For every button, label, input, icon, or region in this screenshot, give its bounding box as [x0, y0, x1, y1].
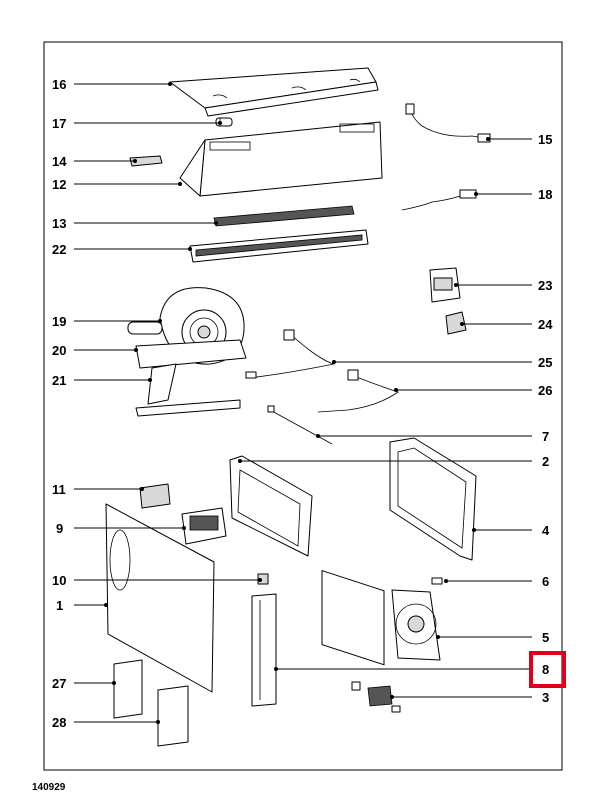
callout-23[interactable]: 23 [538, 278, 552, 293]
callout-9[interactable]: 9 [56, 521, 63, 536]
part-25-wiring [245, 329, 335, 379]
callout-21[interactable]: 21 [52, 373, 66, 388]
part-9-terminal-block [181, 507, 227, 545]
leader-lines [74, 82, 532, 724]
callout-20[interactable]: 20 [52, 343, 66, 358]
part-5-axial-fan [391, 589, 441, 661]
part-22-air-outlet [189, 229, 369, 263]
callout-25[interactable]: 25 [538, 355, 552, 370]
part-2-control-box [229, 455, 385, 666]
callout-19[interactable]: 19 [52, 314, 66, 329]
part-27-bracket [113, 659, 143, 719]
part-11-capacitor [139, 483, 171, 509]
part-7-probe [267, 405, 333, 445]
part-18-wire-harness [401, 189, 481, 211]
callout-13[interactable]: 13 [52, 216, 66, 231]
callout-11[interactable]: 11 [52, 482, 66, 497]
callout-1[interactable]: 1 [56, 598, 63, 613]
callout-14[interactable]: 14 [52, 154, 67, 169]
part-23-relay [429, 267, 461, 303]
callout-12[interactable]: 12 [52, 177, 66, 192]
callout-5[interactable]: 5 [542, 630, 549, 645]
callout-10[interactable]: 10 [52, 573, 66, 588]
part-15-sensor-cable [405, 103, 491, 143]
callout-3[interactable]: 3 [542, 690, 549, 705]
callout-18[interactable]: 18 [538, 187, 552, 202]
part-16-top-cover [169, 67, 379, 117]
callout-27[interactable]: 27 [52, 676, 66, 691]
part-28-bracket [157, 685, 189, 747]
part-14-clip [129, 155, 163, 167]
callout-8[interactable]: 8 [542, 662, 549, 677]
callout-7[interactable]: 7 [542, 429, 549, 444]
drawing-code: 140929 [32, 782, 66, 793]
part-12-front-panel [179, 121, 383, 197]
callout-4[interactable]: 4 [542, 523, 550, 538]
part-10-screw [257, 573, 269, 585]
callout-24[interactable]: 24 [538, 317, 553, 332]
part-20-fan-base [135, 339, 247, 369]
callout-6[interactable]: 6 [542, 574, 549, 589]
part-4-front-frame [389, 437, 477, 561]
callout-22[interactable]: 22 [52, 242, 66, 257]
callout-28[interactable]: 28 [52, 715, 66, 730]
highlight-box-8 [529, 651, 566, 688]
part-3-switch [351, 681, 401, 713]
callout-labels: 16 17 14 12 13 22 19 20 21 11 9 10 1 27 … [52, 77, 553, 730]
part-1-side-panel [105, 503, 215, 693]
part-24-knob [445, 311, 467, 335]
part-21-support-bracket [135, 363, 241, 417]
part-26-wiring [317, 369, 399, 413]
diagram-frame [43, 41, 563, 771]
part-13-grille [213, 205, 355, 227]
part-8-rail [251, 593, 277, 707]
callout-17[interactable]: 17 [52, 116, 66, 131]
callout-16[interactable]: 16 [52, 77, 66, 92]
part-6-screw [431, 577, 443, 585]
callout-2[interactable]: 2 [542, 454, 549, 469]
callout-15[interactable]: 15 [538, 132, 552, 147]
callout-26[interactable]: 26 [538, 383, 552, 398]
